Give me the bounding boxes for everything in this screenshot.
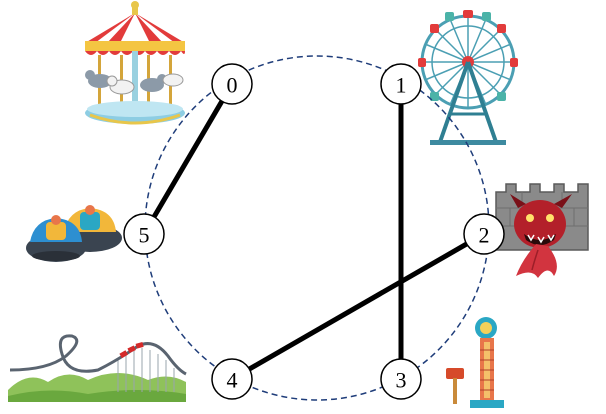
node-1: 1 xyxy=(380,63,422,105)
bumper-cars-icon xyxy=(26,205,122,262)
node-5: 5 xyxy=(123,213,165,255)
node-0-label: 0 xyxy=(227,73,238,98)
edge-2-4 xyxy=(248,241,468,372)
node-4-label: 4 xyxy=(227,368,238,393)
haunted-house-icon xyxy=(495,183,589,278)
layout-circle xyxy=(144,55,490,401)
node-3-label: 3 xyxy=(396,368,407,393)
edges-layer xyxy=(151,99,468,372)
node-2: 2 xyxy=(463,213,505,255)
node-3: 3 xyxy=(380,358,422,400)
node-2-label: 2 xyxy=(479,223,490,248)
node-4: 4 xyxy=(211,358,253,400)
edge-0-5 xyxy=(151,99,225,219)
roller-coaster-icon xyxy=(8,334,187,402)
ferris-wheel-icon xyxy=(418,10,518,145)
node-5-label: 5 xyxy=(139,223,150,248)
node-0: 0 xyxy=(211,63,253,105)
strength-tester-icon xyxy=(446,317,504,408)
nodes-layer: 0 1 2 3 4 5 xyxy=(123,63,505,400)
node-1-label: 1 xyxy=(396,73,407,98)
carousel-icon xyxy=(85,1,185,125)
